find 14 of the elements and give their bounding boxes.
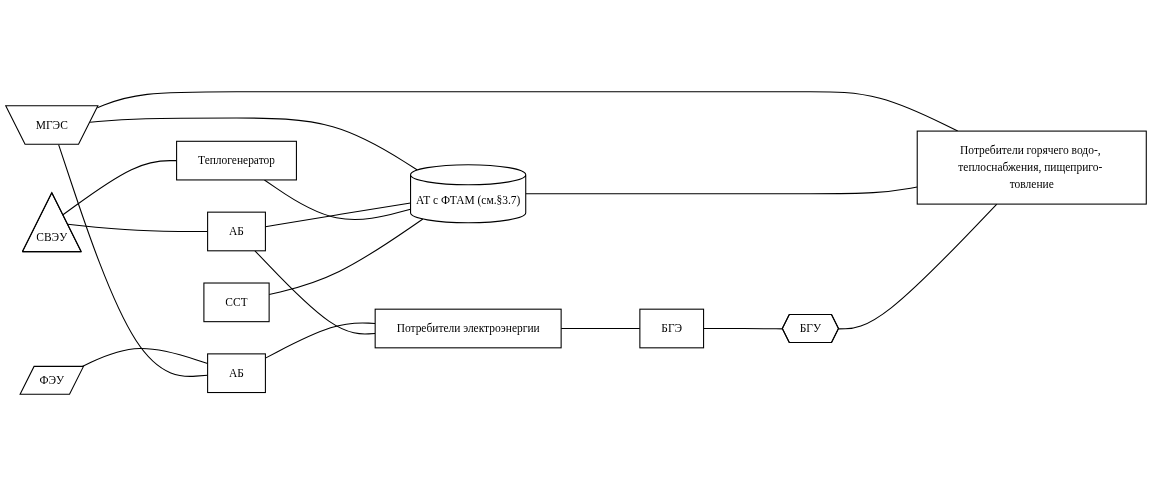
connector bbox=[96, 91, 959, 132]
node-box: Потребители электроэнергии bbox=[374, 308, 562, 349]
connector bbox=[838, 203, 998, 330]
connector bbox=[263, 179, 412, 221]
node-box: АБ bbox=[207, 211, 266, 252]
connector bbox=[254, 250, 376, 335]
node-box: Потребители горячего водо-, теплоснабжения, пищеприго- товление bbox=[916, 130, 1147, 205]
node-box: АБ bbox=[207, 353, 266, 394]
connector bbox=[525, 186, 918, 195]
node-box: БГЭ bbox=[639, 308, 705, 349]
node-box: Теплогенератор bbox=[176, 140, 297, 181]
node-box: ССТ bbox=[203, 282, 270, 323]
connector bbox=[703, 327, 784, 330]
connector bbox=[89, 117, 418, 171]
